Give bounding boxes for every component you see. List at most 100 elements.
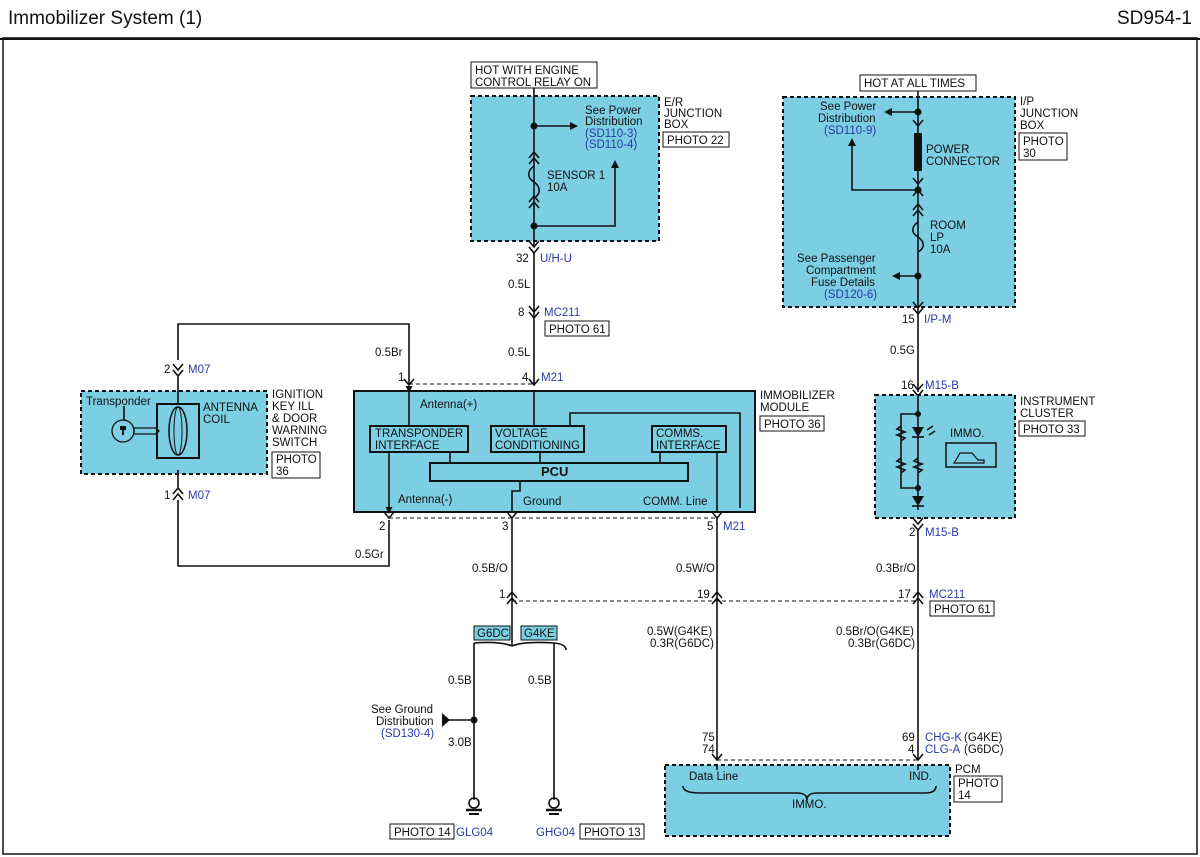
vc-label-2: CONDITIONING — [495, 440, 580, 452]
ci-label-2: INTERFACE — [656, 440, 721, 452]
er-name-1: E/R — [664, 97, 683, 109]
ip-fuse-connector-top — [912, 202, 924, 217]
wire-label-05w-g4ke: 0.5W(G4KE) — [647, 626, 712, 638]
wire-g4ke — [511, 641, 567, 800]
comm-internal-wire — [569, 412, 741, 508]
key-lock-symbol — [120, 426, 126, 435]
ip-fuse-icon — [911, 221, 925, 253]
ip-power-connector — [914, 133, 922, 171]
wire-label-05br: 0.5Br — [375, 347, 403, 359]
module-name-2: MODULE — [760, 402, 810, 414]
ip-pass-ref: (SD120-6) — [824, 289, 877, 301]
antenna-coil-box — [156, 403, 200, 459]
key-blade-icon — [133, 427, 160, 435]
cluster-box-outline — [874, 394, 1016, 519]
wire-label-05gr: 0.5Gr — [355, 549, 384, 561]
ip-pass-2: Compartment — [806, 265, 876, 277]
pcm-data-line: Data Line — [689, 771, 738, 783]
ground-internal-wire — [511, 481, 521, 512]
ign-name-3: & DOOR — [272, 413, 317, 425]
ip-connector-mid — [912, 177, 924, 197]
ground-symbol-ghg04 — [546, 797, 562, 815]
immobilizer-module: 1 4 M21 Antenna(+) TRANSPONDER INTERFACE… — [353, 372, 835, 533]
er-pin-number: 32 — [516, 253, 529, 265]
er-fuse-name: SENSOR 1 — [547, 170, 605, 182]
comm-line-label: COMM. Line — [643, 496, 708, 508]
ip-fuse-3: 10A — [930, 244, 951, 256]
module-photo: PHOTO 36 — [764, 419, 821, 431]
ign-conn-bot: M07 — [188, 490, 210, 502]
cluster-pin-top: 16 — [901, 380, 914, 392]
ign-conn-top: M07 — [188, 364, 210, 376]
antenna-coil-inner — [173, 406, 183, 456]
mc211-photo-box — [544, 320, 610, 337]
ip-pin-number: 15 — [902, 314, 915, 326]
wire-label-05b-a: 0.5B — [448, 675, 472, 687]
ip-pass-3: Fuse Details — [811, 277, 875, 289]
ign-photo-1: PHOTO — [276, 454, 317, 466]
comms-interface-block — [651, 425, 727, 453]
ip-see-text-2: Distribution — [818, 113, 876, 125]
wire-label-05bo: 0.5B/O — [472, 563, 508, 575]
cluster-bypass — [900, 413, 918, 489]
diagram-title: Immobilizer System (1) — [8, 8, 203, 29]
j-pin19: 19 — [697, 589, 710, 601]
er-ref-2: (SD110-4) — [585, 139, 637, 151]
pcm-photo-2: 14 — [958, 790, 971, 802]
immo-car-icon — [945, 442, 997, 468]
j-pin17: 17 — [898, 589, 911, 601]
ground-glg-label: GLG04 — [456, 827, 494, 839]
immo-led-icon — [912, 427, 924, 437]
pcm: 75 74 69 4 CHG-K (G4KE) CLG-A (G6DC) Dat… — [664, 732, 1004, 837]
ign-photo-2: 36 — [276, 466, 289, 478]
ip-junction-box: HOT AT ALL TIMES See Power Distribution … — [782, 74, 1078, 326]
voltage-conditioning-block — [490, 425, 585, 453]
mc211-photo: PHOTO 61 — [549, 324, 606, 336]
wire-label-03bro: 0.3Br/O — [876, 563, 916, 575]
module-pin5: 5 — [707, 521, 713, 533]
er-ref-1: (SD110-3) — [585, 128, 637, 140]
ign-name-4: WARNING — [272, 425, 327, 437]
er-hot-label-box — [470, 61, 598, 89]
ip-see-text-1: See Power — [820, 101, 876, 113]
cluster-name-2: CLUSTER — [1020, 408, 1074, 420]
cluster-node-bot — [915, 485, 921, 491]
ign-pin-top: 2 — [164, 364, 170, 376]
ip-name-1: I/P — [1020, 96, 1034, 108]
antenna-plus-label: Antenna(+) — [420, 399, 477, 411]
cluster-diode-icon — [912, 496, 924, 506]
cluster-pin-bot: 2 — [909, 527, 915, 539]
pcm-name: PCM — [955, 764, 981, 776]
g6dc-tag — [473, 625, 511, 641]
ign-pin-bot: 1 — [164, 490, 170, 502]
led-rays — [926, 425, 936, 436]
er-junction-box: HOT WITH ENGINE CONTROL RELAY ON See Pow… — [470, 61, 730, 265]
er-fuse-rating: 10A — [547, 182, 568, 194]
cluster-photo-box — [1018, 420, 1086, 437]
er-box-outline — [470, 95, 660, 242]
module-photo-box — [759, 415, 825, 432]
g4ke-label: G4KE — [524, 628, 555, 640]
wire-antenna-minus — [177, 500, 390, 567]
ip-hot-text: HOT AT ALL TIMES — [864, 78, 965, 90]
er-hot-text-2: CONTROL RELAY ON — [475, 77, 591, 89]
er-fuse-connector-bot — [528, 195, 540, 209]
ground-photo-a-box — [389, 823, 455, 840]
coil-label-2: COIL — [203, 414, 230, 426]
ign-photo-box — [271, 451, 321, 479]
page-header: Immobilizer System (1) SD954-1 — [0, 0, 1200, 40]
er-photo-box — [662, 131, 730, 148]
ground-symbol-glg04 — [466, 797, 482, 815]
ip-name-2: JUNCTION — [1020, 108, 1078, 120]
er-name-3: BOX — [664, 119, 689, 131]
module-conn-top: M21 — [541, 372, 563, 384]
m07-bot-connector — [172, 486, 184, 501]
cluster-immo-label: IMMO. — [950, 428, 985, 440]
vc-label-1: VOLTAGE — [495, 428, 548, 440]
ip-ref: (SD110-9) — [824, 125, 876, 137]
cluster-resistor-icon — [894, 425, 908, 442]
pcm-pin75: 75 — [702, 732, 715, 744]
cluster-name-1: INSTRUMENT — [1020, 396, 1095, 408]
ground-photo-b: PHOTO 13 — [584, 827, 641, 839]
